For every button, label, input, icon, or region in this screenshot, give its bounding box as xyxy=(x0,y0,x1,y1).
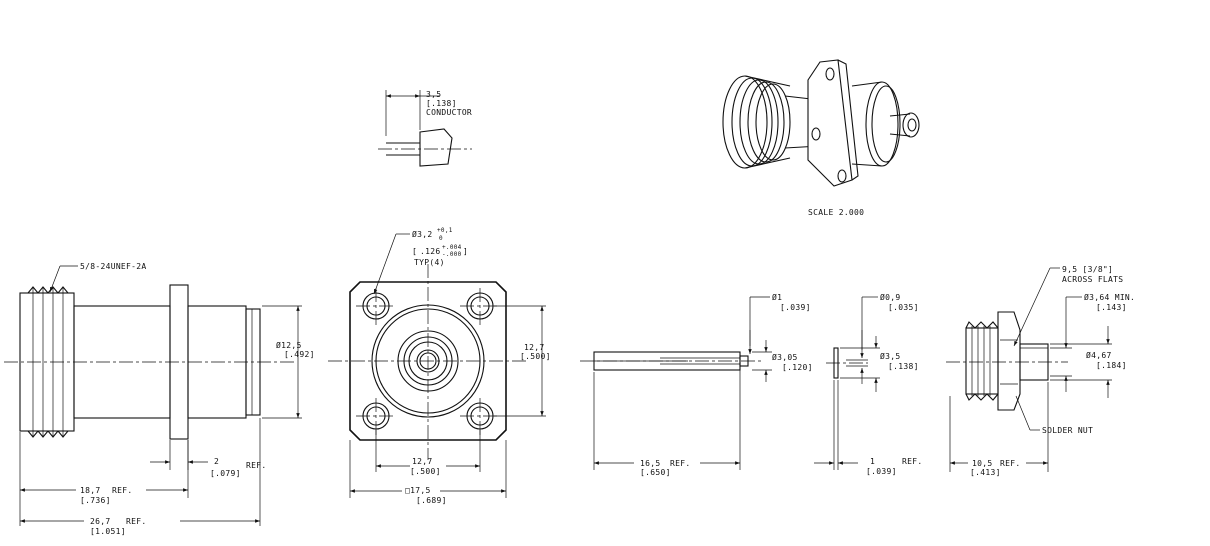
washer-hole-value: Ø0,9 xyxy=(880,292,900,302)
washer-view: Ø0,9 [.035] Ø3,5 [.138] 1 REF. [.039] xyxy=(814,292,922,476)
flange-dim-value: 2 xyxy=(214,457,219,466)
nut-label: SOLDER NUT xyxy=(1042,426,1093,435)
front-spacing-value: 12,7 xyxy=(412,457,432,466)
nut-od-inch: [.184] xyxy=(1096,361,1127,370)
hole-typ: TYP(4) xyxy=(414,258,445,267)
hole-inch-bracket-open: [ xyxy=(412,247,417,256)
len1-ref: REF. xyxy=(112,486,132,495)
nut-len-inch: [.413] xyxy=(970,468,1001,477)
flange-dim-inch: [.079] xyxy=(210,469,241,478)
solder-nut-view: 9,5 [3/8"] ACROSS FLATS Ø3,64 MIN. [.143… xyxy=(946,265,1135,477)
front-square-inch: [.689] xyxy=(416,496,447,505)
front-height-inch: [.500] xyxy=(520,352,551,361)
washer-hole-inch: [.035] xyxy=(888,303,919,312)
pin-len-ref: REF. xyxy=(670,459,690,468)
conductor-label: CONDUCTOR xyxy=(426,108,472,117)
conductor-dim-value: 3,5 xyxy=(426,90,441,99)
pin-dia-inch: [.039] xyxy=(780,303,811,312)
washer-thick-inch: [.039] xyxy=(866,467,897,476)
nut-od-value: Ø4,67 xyxy=(1086,350,1112,360)
side-view: 5/8-24UNEF-2A Ø12,5 [.492] xyxy=(4,262,315,536)
flange-dim-ref: REF. xyxy=(246,461,266,470)
hole-dia-tol-minus: 0 xyxy=(439,235,443,242)
len2-inch: [1.051] xyxy=(90,527,126,536)
conductor-detail: 3,5 [.138] CONDUCTOR xyxy=(378,90,472,167)
nut-len-ref: REF. xyxy=(1000,459,1020,468)
washer-thick-ref: REF. xyxy=(902,457,922,466)
washer-dia-inch: [.138] xyxy=(888,362,919,371)
front-square-value: □17,5 xyxy=(405,486,431,495)
body-dia-value: Ø3,05 xyxy=(772,352,798,362)
thread-note: 5/8-24UNEF-2A xyxy=(80,262,147,271)
nut-bore-inch: [.143] xyxy=(1096,303,1127,312)
hole-inch-main: .126 xyxy=(420,247,440,256)
isometric-view: SCALE 2.000 xyxy=(722,59,920,217)
len2-ref: REF. xyxy=(126,517,146,526)
conductor-dim-inch: [.138] xyxy=(426,99,457,108)
washer-dia-value: Ø3,5 xyxy=(880,351,900,361)
hole-inch-tol-minus: -.000 xyxy=(442,251,462,258)
hole-inch-tol-plus: +.004 xyxy=(442,244,462,251)
front-view: Ø3,2 +0,1 0 [ .126 +.004 -.000 ] TYP(4) xyxy=(328,227,551,505)
side-dia-inch: [.492] xyxy=(284,350,315,359)
contact-pin-view: Ø1 [.039] Ø3,05 [.120] 16,5 REF. [.650] xyxy=(580,292,813,477)
hole-inch-bracket-close: ] xyxy=(463,247,468,256)
front-height-value: 12,7 xyxy=(524,343,544,352)
len1-value: 18,7 xyxy=(80,486,100,495)
len1-inch: [.736] xyxy=(80,496,111,505)
nut-bore-value: Ø3,64 MIN. xyxy=(1084,292,1135,302)
washer-thick-value: 1 xyxy=(870,457,875,466)
nut-len-value: 10,5 xyxy=(972,459,992,468)
nut-flats-value: 9,5 [3/8"] xyxy=(1062,265,1113,274)
nut-flats-label: ACROSS FLATS xyxy=(1062,275,1123,284)
body-dia-inch: [.120] xyxy=(782,363,813,372)
hole-dia-tol-plus: +0,1 xyxy=(437,227,453,234)
len2-value: 26,7 xyxy=(90,517,110,526)
pin-len-inch: [.650] xyxy=(640,468,671,477)
side-dia-value: Ø12,5 xyxy=(276,340,302,350)
hole-dia-main: Ø3,2 xyxy=(412,229,432,239)
pin-dia-value: Ø1 xyxy=(772,292,782,302)
pin-len-value: 16,5 xyxy=(640,459,660,468)
front-spacing-inch: [.500] xyxy=(410,467,441,476)
iso-scale-label: SCALE 2.000 xyxy=(808,208,864,217)
